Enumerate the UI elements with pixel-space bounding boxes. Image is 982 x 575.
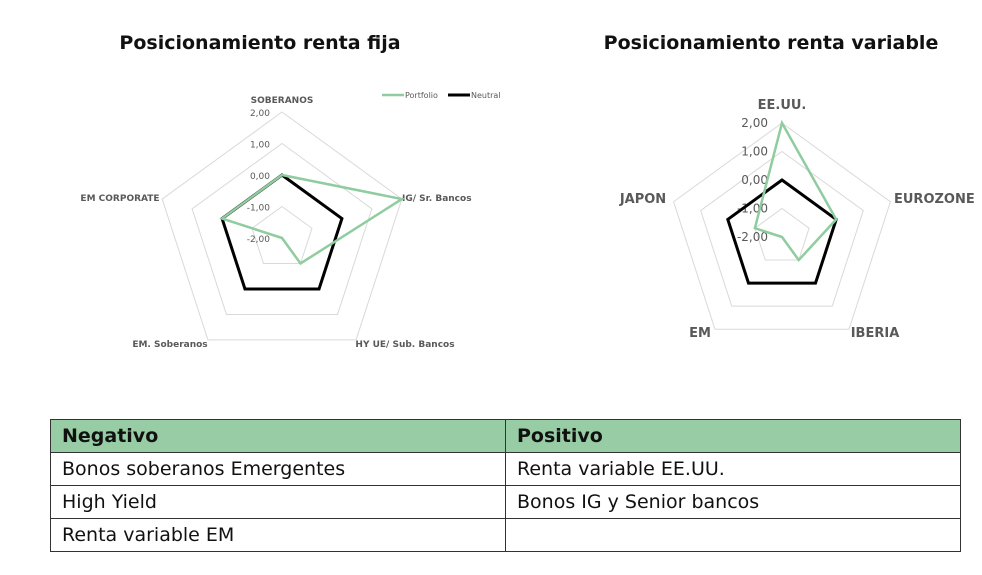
legend-label: Neutral xyxy=(471,91,501,100)
table-cell: Renta variable EE.UU. xyxy=(505,452,961,486)
table-cell: High Yield xyxy=(50,485,506,519)
category-label: EM xyxy=(689,326,711,341)
table-cell: Bonos IG y Senior bancos xyxy=(505,485,961,519)
grid-ring xyxy=(754,207,810,261)
tick-label: 2,00 xyxy=(250,109,270,119)
category-label: IG/ Sr. Bancos xyxy=(402,194,472,204)
category-label: JAPON xyxy=(619,192,666,207)
chart-title-renta-fija: Posicionamiento renta fija xyxy=(119,32,401,54)
grid-ring xyxy=(700,150,864,307)
tick-label: 1,00 xyxy=(741,145,768,159)
header-positivo: Positivo xyxy=(505,419,961,453)
series-line xyxy=(726,178,838,285)
category-label: HY UE/ Sub. Bancos xyxy=(355,340,454,350)
grid-ring xyxy=(251,205,313,264)
positioning-table: Negativo Positivo Bonos soberanos Emerge… xyxy=(50,419,961,552)
header-negativo: Negativo xyxy=(50,419,506,453)
category-label: IBERIA xyxy=(851,326,900,341)
category-label: EM CORPORATE xyxy=(80,194,159,204)
tick-label: -2,00 xyxy=(737,230,768,244)
tick-label: 0,00 xyxy=(250,172,270,182)
series-neutral xyxy=(220,173,344,291)
table-row: Bonos soberanos Emergentes Renta variabl… xyxy=(50,452,961,486)
grid-ring xyxy=(672,122,892,330)
radar-charts: 2,00 1,00 0,00 -1,00 -2,00 SOBERANOS IG/ Sr. B… xyxy=(80,91,975,350)
grid-ring xyxy=(191,142,373,315)
tick-label: -2,00 xyxy=(247,235,271,245)
legend-label: Portfolio xyxy=(405,91,438,100)
tick-label: 0,00 xyxy=(741,173,768,187)
category-label: SOBERANOS xyxy=(251,96,314,106)
table-cell: Bonos soberanos Emergentes xyxy=(50,452,506,486)
table-row: Renta variable EM xyxy=(50,518,961,552)
tick-label: 1,00 xyxy=(250,141,270,151)
table-row: High Yield Bonos IG y Senior bancos xyxy=(50,485,961,519)
tick-label: -1,00 xyxy=(247,204,271,214)
chart-title-renta-variable: Posicionamiento renta variable xyxy=(603,32,939,54)
table-cell xyxy=(505,518,961,552)
table-cell: Renta variable EM xyxy=(50,518,506,552)
table-header-row: Negativo Positivo xyxy=(50,419,961,453)
series-portfolio xyxy=(219,173,406,266)
category-label: EE.UU. xyxy=(758,98,807,113)
category-label: EUROZONE xyxy=(894,192,975,207)
series-line xyxy=(753,119,838,263)
category-label: EM. Soberanos xyxy=(132,340,207,350)
tick-label: 2,00 xyxy=(741,116,768,130)
grid-ring xyxy=(161,111,403,341)
